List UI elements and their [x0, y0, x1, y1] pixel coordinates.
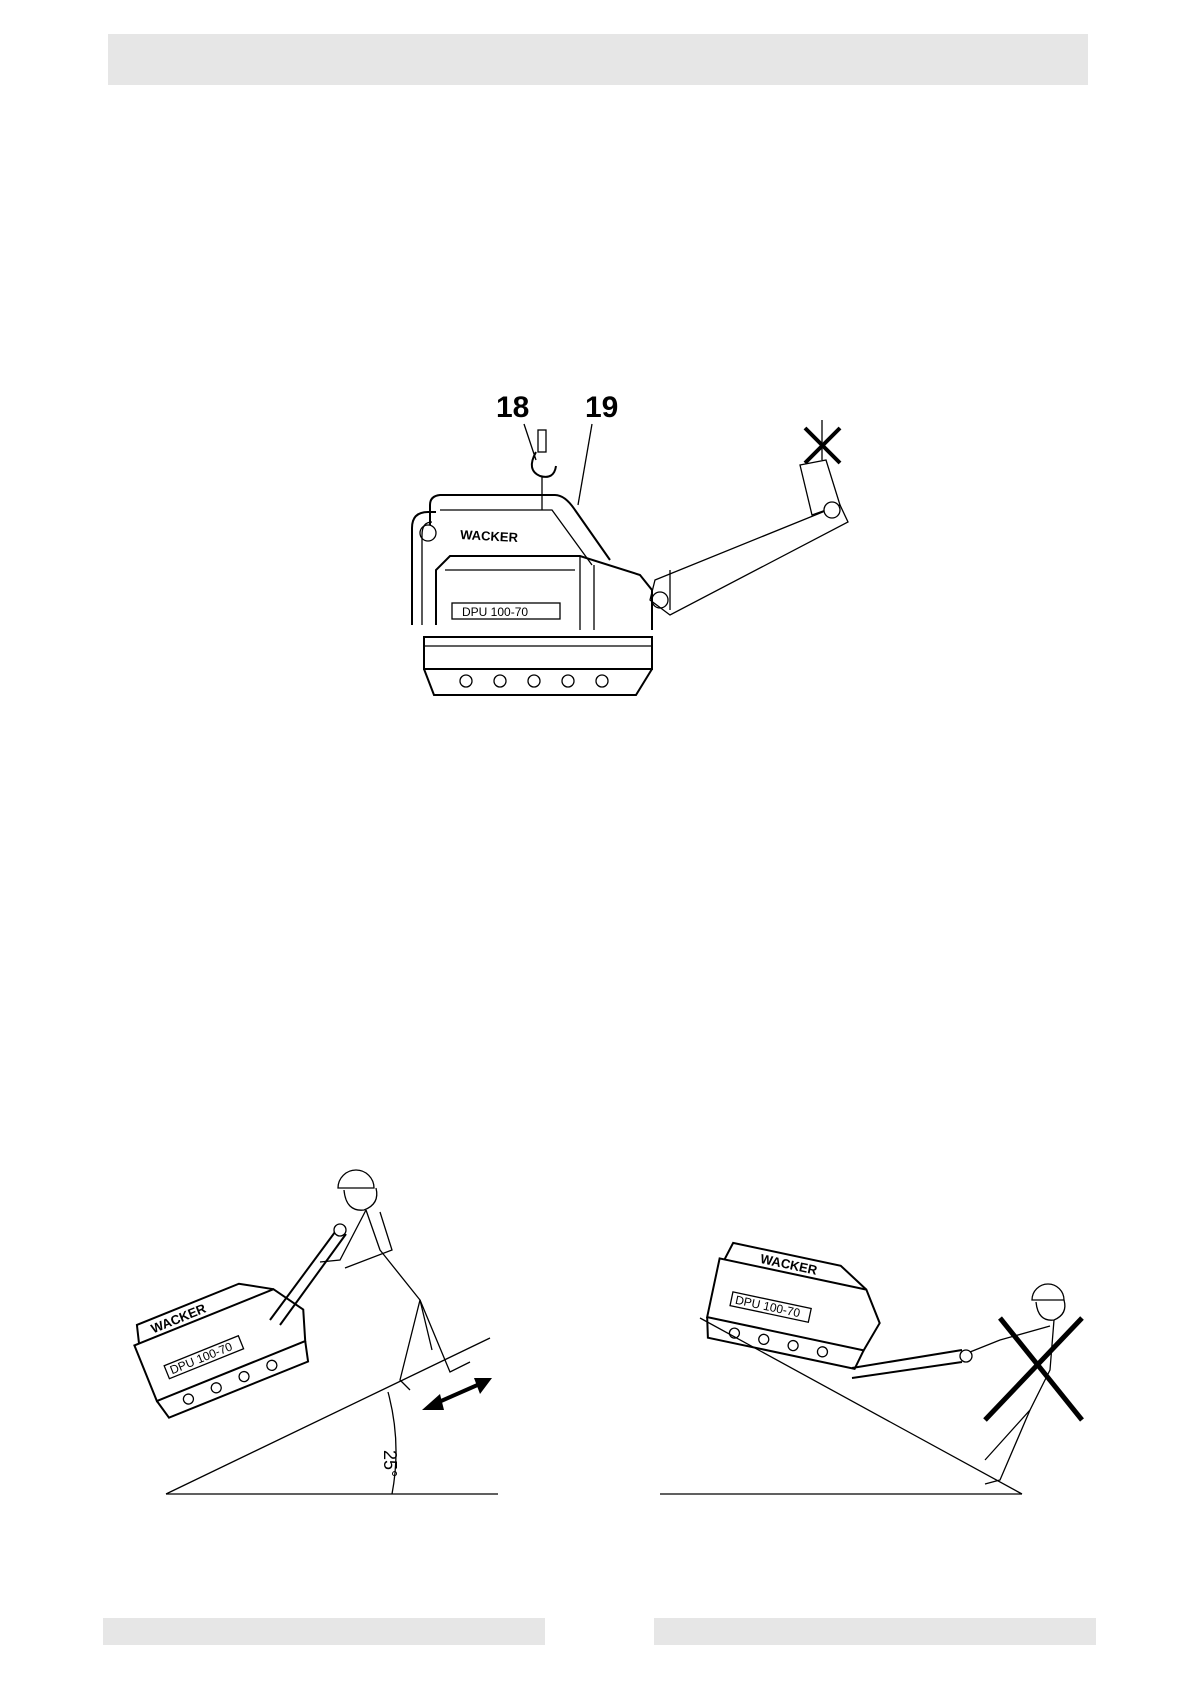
figure-slope-correct: 25° WACKER DPU 100-70 — [128, 1170, 498, 1494]
bottom-plate — [424, 669, 652, 695]
callout-19: 19 — [585, 391, 618, 424]
machine-fig3: WACKER DPU 100-70 — [703, 1241, 890, 1372]
operator-figure — [320, 1170, 470, 1390]
figure-slope-incorrect: WACKER DPU 100-70 — [660, 1241, 1082, 1494]
base-plate — [424, 637, 652, 669]
model-plate-text-fig2: DPU 100-70 — [168, 1339, 235, 1377]
hard-hat-icon-right — [1032, 1284, 1064, 1300]
angle-label: 25° — [380, 1450, 400, 1477]
double-arrow-icon — [422, 1378, 492, 1410]
callout-19-leader — [578, 424, 592, 505]
model-plate-text-fig1: DPU 100-70 — [462, 605, 528, 619]
model-plate-text-fig3: DPU 100-70 — [734, 1293, 802, 1320]
crane-hook-icon — [532, 430, 556, 510]
slope-line-left — [166, 1338, 490, 1494]
figure-lifting: 18 19 WACKER DPU 100-70 — [412, 391, 848, 695]
hard-hat-icon — [338, 1170, 374, 1188]
guide-handle — [650, 505, 848, 615]
angle-arc — [388, 1392, 396, 1494]
brand-logo-fig1: WACKER — [460, 527, 519, 545]
slope-line-right — [700, 1318, 1022, 1494]
prohibited-x-icon-large — [985, 1318, 1082, 1420]
lifting-bow — [430, 495, 610, 560]
callout-18: 18 — [496, 391, 529, 424]
handle-fig2 — [270, 1228, 338, 1320]
guard-frame — [412, 512, 436, 625]
